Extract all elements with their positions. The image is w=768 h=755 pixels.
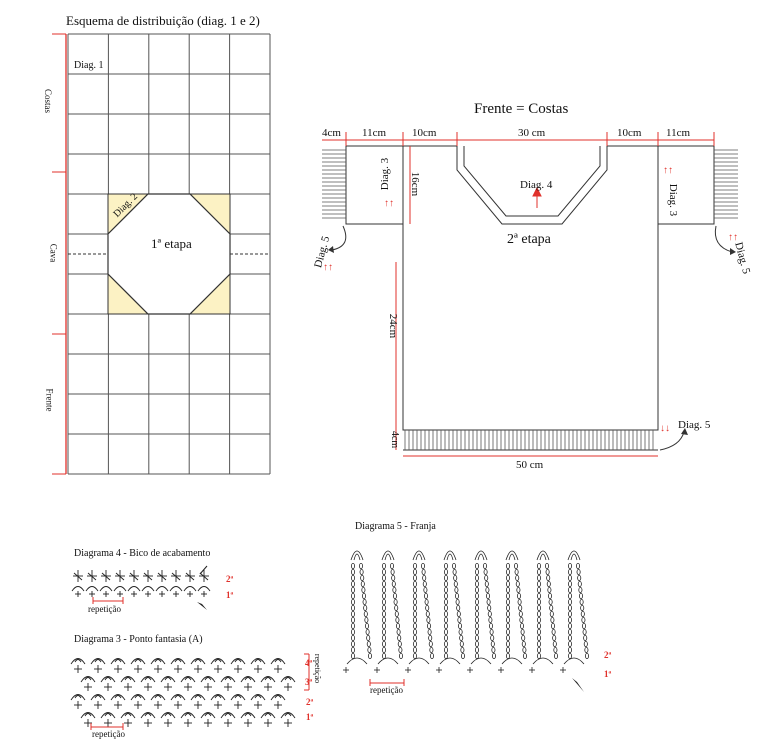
diagram4-row1: 1ª bbox=[226, 590, 234, 600]
stage2-label: 2ª etapa bbox=[507, 232, 551, 247]
diagram5-title: Diagrama 5 - Franja bbox=[355, 521, 436, 532]
diag3-left-arrow: ↑↑ bbox=[384, 198, 394, 209]
diagram3-title: Diagrama 3 - Ponto fantasia (A) bbox=[74, 634, 203, 645]
dim-50cm: 50 cm bbox=[516, 459, 544, 471]
scheme-title: Esquema de distribuição (diag. 1 e 2) bbox=[66, 13, 260, 28]
diag1-label: Diag. 1 bbox=[74, 60, 104, 71]
diagram3-row1: 1ª bbox=[306, 712, 314, 722]
garment-title: Frente = Costas bbox=[474, 101, 569, 117]
diag4-label: Diag. 4 bbox=[520, 179, 553, 191]
diagram4-title: Diagrama 4 - Bico de acabamento bbox=[74, 548, 211, 559]
dim-30cm: 30 cm bbox=[518, 127, 546, 139]
dim-11cm-right: 11cm bbox=[666, 127, 691, 139]
diag5-left-arrow: ↑↑ bbox=[323, 262, 333, 273]
dim-11cm-left: 11cm bbox=[362, 127, 387, 139]
dim-4cm-left: 4cm bbox=[322, 127, 341, 139]
dim-10cm-left: 10cm bbox=[412, 127, 437, 139]
diag5-right-arrow: ↑↑ bbox=[728, 232, 738, 243]
diagram5-row1: 1ª bbox=[604, 669, 612, 679]
diag5-bottom-arrow: ↓↓ bbox=[660, 423, 670, 434]
diagram4-row2: 2ª bbox=[226, 574, 234, 584]
diagram5-row2: 2ª bbox=[604, 650, 612, 660]
diag3-right-arrow: ↑↑ bbox=[663, 165, 673, 176]
diagram3-row3: 3ª bbox=[305, 677, 313, 687]
diagram3-row2: 2ª bbox=[306, 697, 314, 707]
diagram3-row4: 4ª bbox=[305, 658, 313, 668]
dim-10cm-right: 10cm bbox=[617, 127, 642, 139]
stage1-label: 1ª etapa bbox=[151, 236, 192, 251]
diag5-bottom-label: Diag. 5 bbox=[678, 419, 711, 431]
diagram4-repeat: repetição bbox=[88, 604, 121, 614]
diagram3-repeat: repetição bbox=[92, 729, 125, 739]
diagram5-repeat: repetição bbox=[370, 685, 403, 695]
